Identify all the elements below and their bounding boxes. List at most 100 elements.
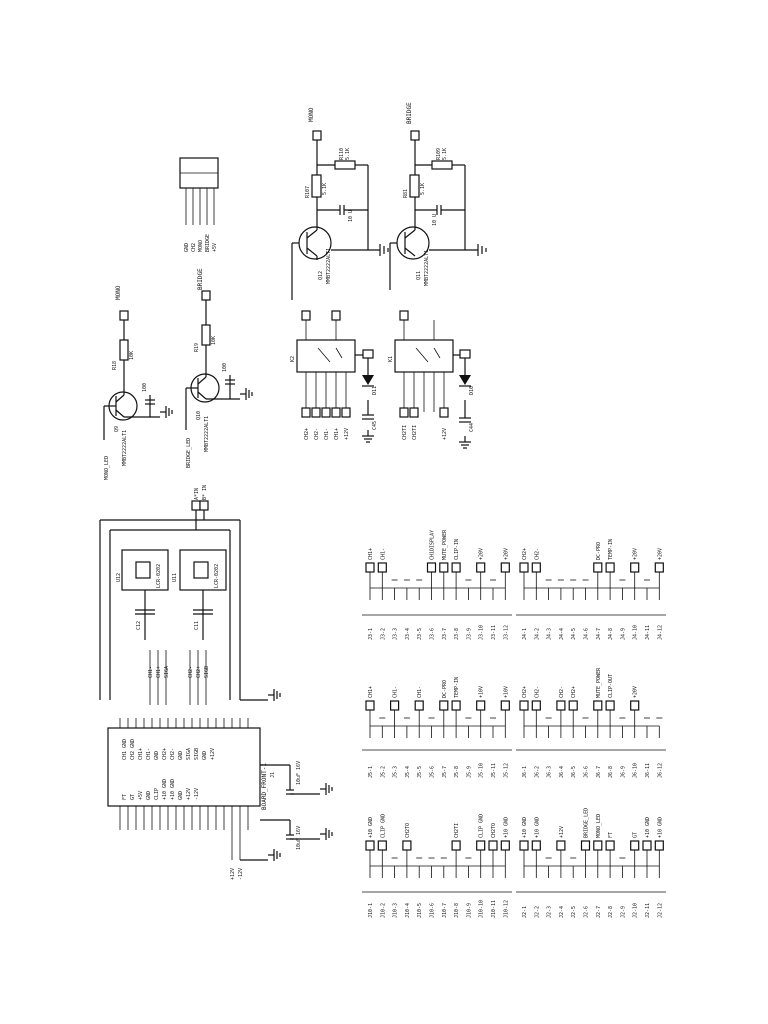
header-net-box xyxy=(654,840,664,851)
header-pin-label: J6-12 xyxy=(657,763,663,778)
resistor-r18-symbol xyxy=(119,339,129,361)
c12-ref: C12 xyxy=(136,621,142,630)
header-net-box xyxy=(377,840,387,851)
header-net-box xyxy=(593,562,603,573)
header-pin-label: J3-2 xyxy=(380,628,386,640)
header-net-label: +10 GND xyxy=(657,817,663,838)
header-pin-label: J2-10 xyxy=(633,903,639,918)
header-pin-label: J4-7 xyxy=(596,628,602,640)
header-net-label: FT xyxy=(608,832,614,838)
r107-ref: R107 xyxy=(305,186,311,198)
header-net-label: CLIP-OUT xyxy=(608,674,614,698)
mono-relay-driver: MONO R110 5.1K R107 5.1K 10 U Q12 MMBT22… xyxy=(291,107,389,300)
j1-bottom-net-1: +12V xyxy=(230,868,236,880)
r18-value: 10K xyxy=(129,351,135,360)
j1-left-pin-5: GND xyxy=(154,751,160,760)
header-pin-label: J6-6 xyxy=(584,766,590,778)
j1-right-pin-10: -12V xyxy=(194,788,200,800)
header-pin-label: J10-12 xyxy=(503,900,509,918)
header-net-box xyxy=(488,840,498,851)
j1-ref: J1 xyxy=(270,772,276,778)
header-pin-label: J5-5 xyxy=(417,766,423,778)
header-pin-label: J2-5 xyxy=(571,906,577,918)
d11-ref: D11 xyxy=(372,386,378,395)
header-net-box xyxy=(439,700,449,711)
header-net-box xyxy=(414,700,424,711)
mono-led-switch: MONO R18 10K 100 Q9 MMBT2222ALT1 MONO_LE… xyxy=(103,285,173,480)
header-net-label: DC-PRO xyxy=(442,680,448,698)
header-pin-label: J6-4 xyxy=(559,766,565,778)
header-net-label: +10 GND xyxy=(368,817,374,838)
header-pin-label: J5-11 xyxy=(491,763,497,778)
j1-left-pin-12: +12V xyxy=(210,748,216,760)
k1-net-2: CH2TI xyxy=(412,425,418,440)
header-net-box xyxy=(519,562,529,573)
header-net-box xyxy=(500,700,510,711)
header-net-label: CH1+ xyxy=(368,686,374,698)
j1-left-pin-8: GND xyxy=(178,751,184,760)
header-net-box xyxy=(476,840,486,851)
header-pin-label: J10-7 xyxy=(442,903,448,918)
j1-title: BOARD_FRONT-1 xyxy=(261,763,268,810)
header-j9: GND CH2 MONO BRIDGE +5V xyxy=(179,157,219,252)
header-pin-label: J4-8 xyxy=(608,628,614,640)
k2-net-5: +12V xyxy=(344,428,350,440)
header-net-label: +20V xyxy=(633,548,639,560)
k1-net-3: +12V xyxy=(442,428,448,440)
j1-cap-a: 10uF 16V xyxy=(296,761,302,785)
q11-part: MMBT2222ALT1 xyxy=(424,250,430,286)
header-pin-label: J10-4 xyxy=(405,903,411,918)
header-net-label: CH2- xyxy=(559,686,565,698)
header-pin-label: J3-9 xyxy=(466,628,472,640)
reg-net-1: CH1- xyxy=(148,666,154,678)
header-net-box xyxy=(556,840,566,851)
header-pin-label: J2-9 xyxy=(620,906,626,918)
bridge-led-net-label: BRIDGE_LED xyxy=(186,438,192,468)
header-pin-label: J2-4 xyxy=(559,906,565,918)
b-in-label: B* IN xyxy=(202,485,208,500)
header-net-box xyxy=(365,562,375,573)
header-net-label: CH2TO xyxy=(491,823,497,838)
header-net-box xyxy=(365,700,375,711)
header-pin-label: J2-1 xyxy=(522,906,528,918)
bridge-net-label: BRIDGE xyxy=(197,268,204,290)
header-net-label: DC-PRO xyxy=(596,542,602,560)
r107-value: 5.1K xyxy=(322,183,328,195)
header-pin-label: J5-7 xyxy=(442,766,448,778)
header-net-box xyxy=(426,562,437,573)
header-pin-label: J5-4 xyxy=(405,766,411,778)
r81-ref: R81 xyxy=(403,189,409,198)
header-net-box xyxy=(605,562,615,573)
header-net-box xyxy=(476,562,486,573)
header-pin-label: J2-7 xyxy=(596,906,602,918)
c-mono-value: 100 xyxy=(142,383,148,392)
mono-net-label: MONO xyxy=(115,285,122,300)
j1-cap-b: 10uF 16V xyxy=(296,826,302,850)
j1-right-pin-9: +12V xyxy=(186,788,192,800)
j1-left-pin-2: CH2 GND xyxy=(130,739,136,760)
resistor-r107-symbol xyxy=(311,174,322,198)
header-pin-label: J2-2 xyxy=(534,906,540,918)
header-net-label: +20V xyxy=(503,548,509,560)
u12-part: LCR-0202 xyxy=(156,564,162,588)
header-net-box xyxy=(593,840,603,851)
k1-net-1: CH2TI xyxy=(402,425,408,440)
relay-k2-body xyxy=(296,339,356,373)
header-pin-label: J4-10 xyxy=(633,625,639,640)
k2-net-3: CH1- xyxy=(324,428,330,440)
header-pin-label: J6-5 xyxy=(571,766,577,778)
diode-d11-symbol xyxy=(362,375,374,385)
header-pin-label: J5-3 xyxy=(393,766,399,778)
k1-ref: K1 xyxy=(388,356,394,362)
header-net-label: CLIP-IN xyxy=(454,539,460,560)
header-net-label: CLIP GND xyxy=(380,814,386,838)
header-pin-label: J3-3 xyxy=(393,628,399,640)
header-pin-label: J3-6 xyxy=(430,628,436,640)
header-net-label: +10V xyxy=(503,686,509,698)
reg-net-5: CH2+ xyxy=(196,666,202,678)
j9-net-2: CH2 xyxy=(191,243,197,252)
q10-ref: Q10 xyxy=(196,411,202,420)
